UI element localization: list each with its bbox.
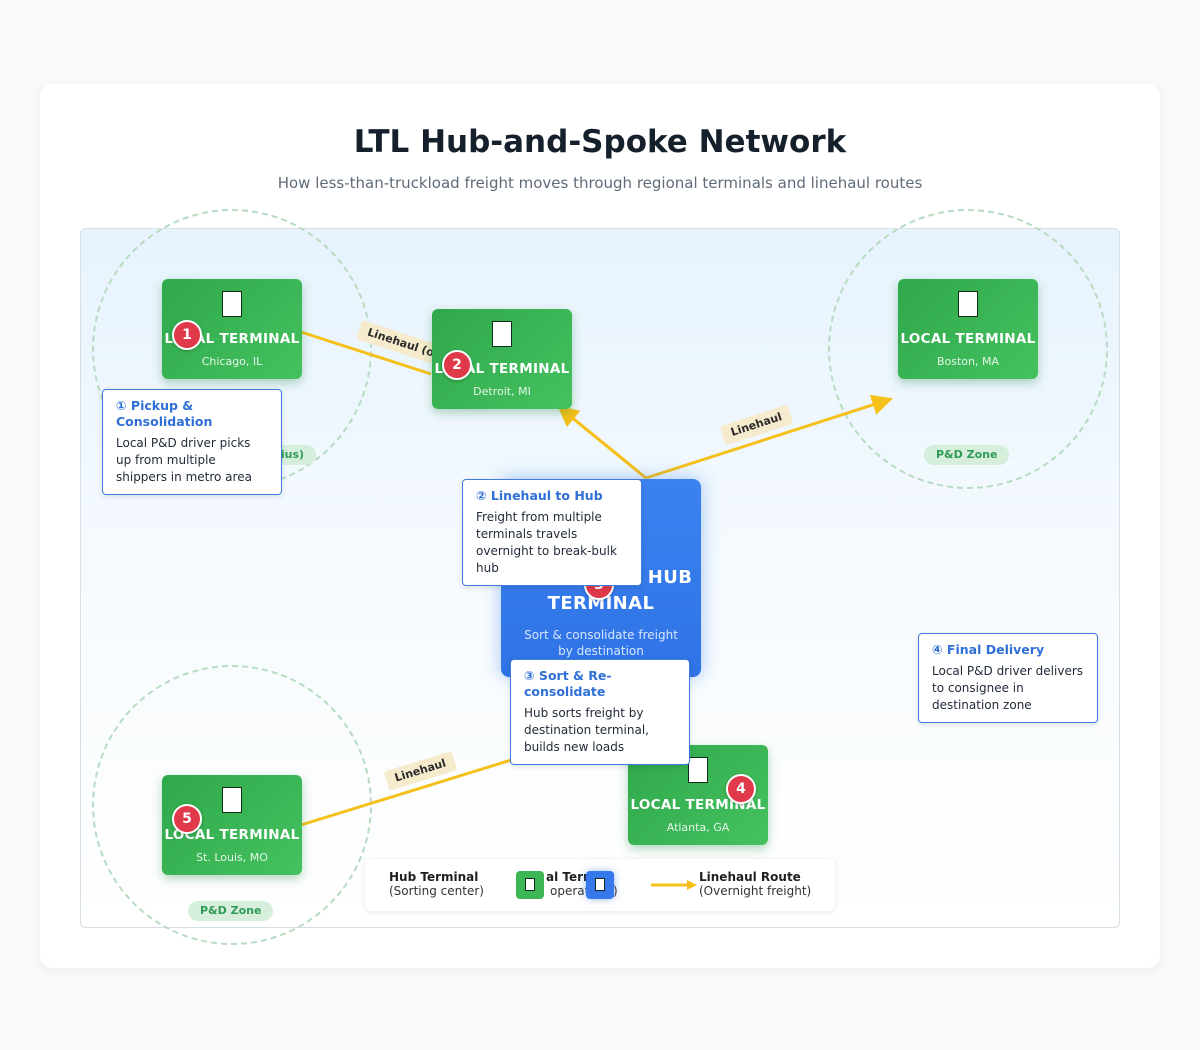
page-subtitle: How less-than-truckload freight moves th… [277,174,923,192]
warehouse-icon [595,878,605,891]
step-title: ③ Sort & Re-consolidate [524,668,612,699]
building-icon [958,291,978,317]
pd-zone-label-boston: P&D Zone [924,445,1010,465]
hub-description: Sort & consolidate freight by destinatio… [524,628,678,658]
legend-local-name: al Term [546,870,596,884]
step-title: ① Pickup & Consolidation [116,398,213,429]
legend-terminal-swatch [516,871,544,899]
building-icon [525,878,535,891]
step-title: ④ Final Delivery [932,642,1045,657]
network-map: dius) P&D Zone P&D Zone Linehaul (o Line… [80,209,1120,945]
legend: Hub Terminal (Sorting center) al Term op… [365,859,835,911]
terminal-city: Atlanta, GA [666,821,730,834]
terminal-label: LOCAL TERMINAL [164,827,300,843]
building-icon [688,757,708,783]
legend-route-name: Linehaul Route [699,870,801,884]
route-detroit-hub-2 [558,405,647,480]
legend-hub-sub: (Sorting center) [389,884,484,898]
route-chicago-detroit [300,330,432,376]
step-body: Local P&D driver delivers to consignee i… [932,664,1084,712]
step-body: Hub sorts freight by destination termina… [524,706,649,754]
step-callout-sort: ③ Sort & Re-consolidate Hub sorts freigh… [510,659,690,765]
building-icon [222,291,242,317]
pd-zone-stlouis [92,665,372,945]
step-title: ② Linehaul to Hub [476,488,603,503]
legend-local-sub: operat [550,884,590,898]
terminal-city: Boston, MA [936,355,1000,368]
legend-local-tail: ) [613,884,618,898]
legend-route-sub: (Overnight freight) [699,884,812,898]
step-badge-4: 4 [726,774,756,804]
step-badge-5: 5 [172,804,202,834]
step-callout-pickup: ① Pickup & Consolidation Local P&D drive… [102,389,282,495]
terminal-label: LOCAL TERMINAL [900,331,1036,347]
pd-zone-boston [828,209,1108,489]
building-icon [492,321,512,347]
route-stlouis-hub [300,755,522,827]
step-body: Local P&D driver picks up from multiple … [116,436,252,484]
terminal-boston[interactable]: LOCAL TERMINAL Boston, MA [898,279,1038,379]
step-badge-2: 2 [442,350,472,380]
legend-hub-name: Hub Terminal [389,870,479,884]
terminal-city: Chicago, IL [201,355,263,368]
step-body: Freight from multiple terminals travels … [476,510,617,575]
pd-zone-label-stlouis: P&D Zone [188,901,274,921]
page-title: LTL Hub-and-Spoke Network [353,124,847,160]
legend-linehaul-swatch [651,880,697,890]
building-icon [222,787,242,813]
terminal-city: Detroit, MI [473,385,531,398]
step-callout-linehaul: ② Linehaul to Hub Freight from multiple … [462,479,642,586]
step-badge-1: 1 [172,320,202,350]
route-hub-boston [645,394,893,480]
legend-hub-swatch [586,871,614,899]
step-callout-delivery: ④ Final Delivery Local P&D driver delive… [918,633,1098,723]
linehaul-routes [300,330,893,827]
diagram-card: LTL Hub-and-Spoke Network How less-than-… [40,84,1160,968]
terminal-city: St. Louis, MO [196,851,268,864]
